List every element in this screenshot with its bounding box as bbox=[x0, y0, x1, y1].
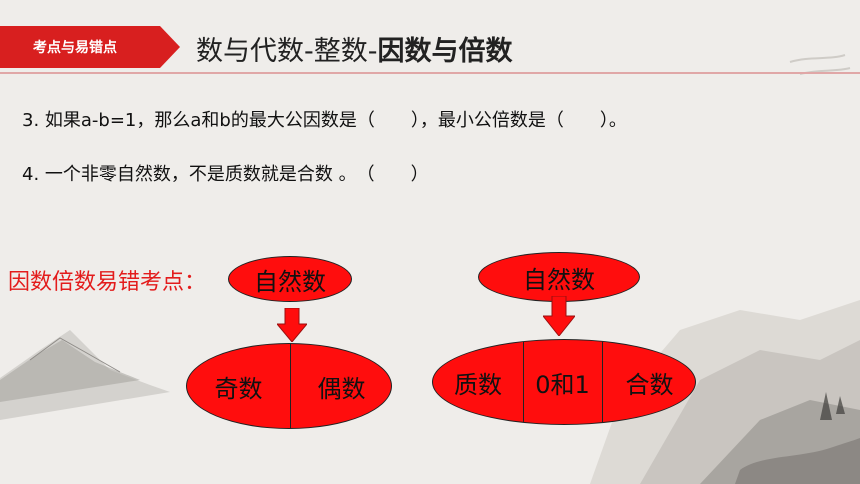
right-part-zero-one: 0和1 bbox=[523, 340, 602, 424]
left-top-ellipse: 自然数 bbox=[228, 256, 352, 302]
right-part-composite-label: 合数 bbox=[625, 370, 674, 399]
left-part-odd-label: 奇数 bbox=[214, 374, 263, 403]
right-top-label: 自然数 bbox=[523, 265, 595, 294]
page-title-bold: 因数与倍数 bbox=[377, 36, 513, 67]
error-prone-note: 因数倍数易错考点： bbox=[8, 270, 207, 295]
left-top-label: 自然数 bbox=[254, 267, 326, 296]
right-down-arrow-icon bbox=[543, 296, 575, 336]
page-title: 数与代数-整数-因数与倍数 bbox=[196, 29, 513, 68]
left-part-even-label: 偶数 bbox=[317, 374, 366, 403]
right-part-zero-one-label: 0和1 bbox=[535, 370, 590, 399]
left-down-arrow-icon bbox=[277, 308, 307, 342]
question-3: 3. 如果a-b=1，那么a和b的最大公因数是（ ），最小公倍数是（ ）。 bbox=[22, 110, 627, 131]
question-4: 4. 一个非零自然数，不是质数就是合数 。 （ ） bbox=[22, 164, 429, 185]
right-part-prime: 质数 bbox=[433, 340, 523, 424]
left-part-odd: 奇数 bbox=[187, 344, 290, 428]
left-divider bbox=[290, 344, 291, 428]
section-tag-label: 考点与易错点 bbox=[33, 40, 117, 56]
right-split-ellipse: 质数 0和1 合数 bbox=[432, 339, 696, 425]
page-title-prefix: 数与代数-整数- bbox=[196, 36, 378, 67]
right-part-composite: 合数 bbox=[602, 340, 695, 424]
right-divider-2 bbox=[602, 340, 603, 424]
left-part-even: 偶数 bbox=[290, 344, 391, 428]
header-divider bbox=[0, 72, 860, 74]
right-part-prime-label: 质数 bbox=[454, 370, 502, 399]
right-divider-1 bbox=[523, 340, 524, 424]
right-top-ellipse: 自然数 bbox=[478, 252, 640, 302]
left-split-ellipse: 奇数 偶数 bbox=[186, 343, 392, 429]
section-tag: 考点与易错点 bbox=[0, 26, 180, 68]
